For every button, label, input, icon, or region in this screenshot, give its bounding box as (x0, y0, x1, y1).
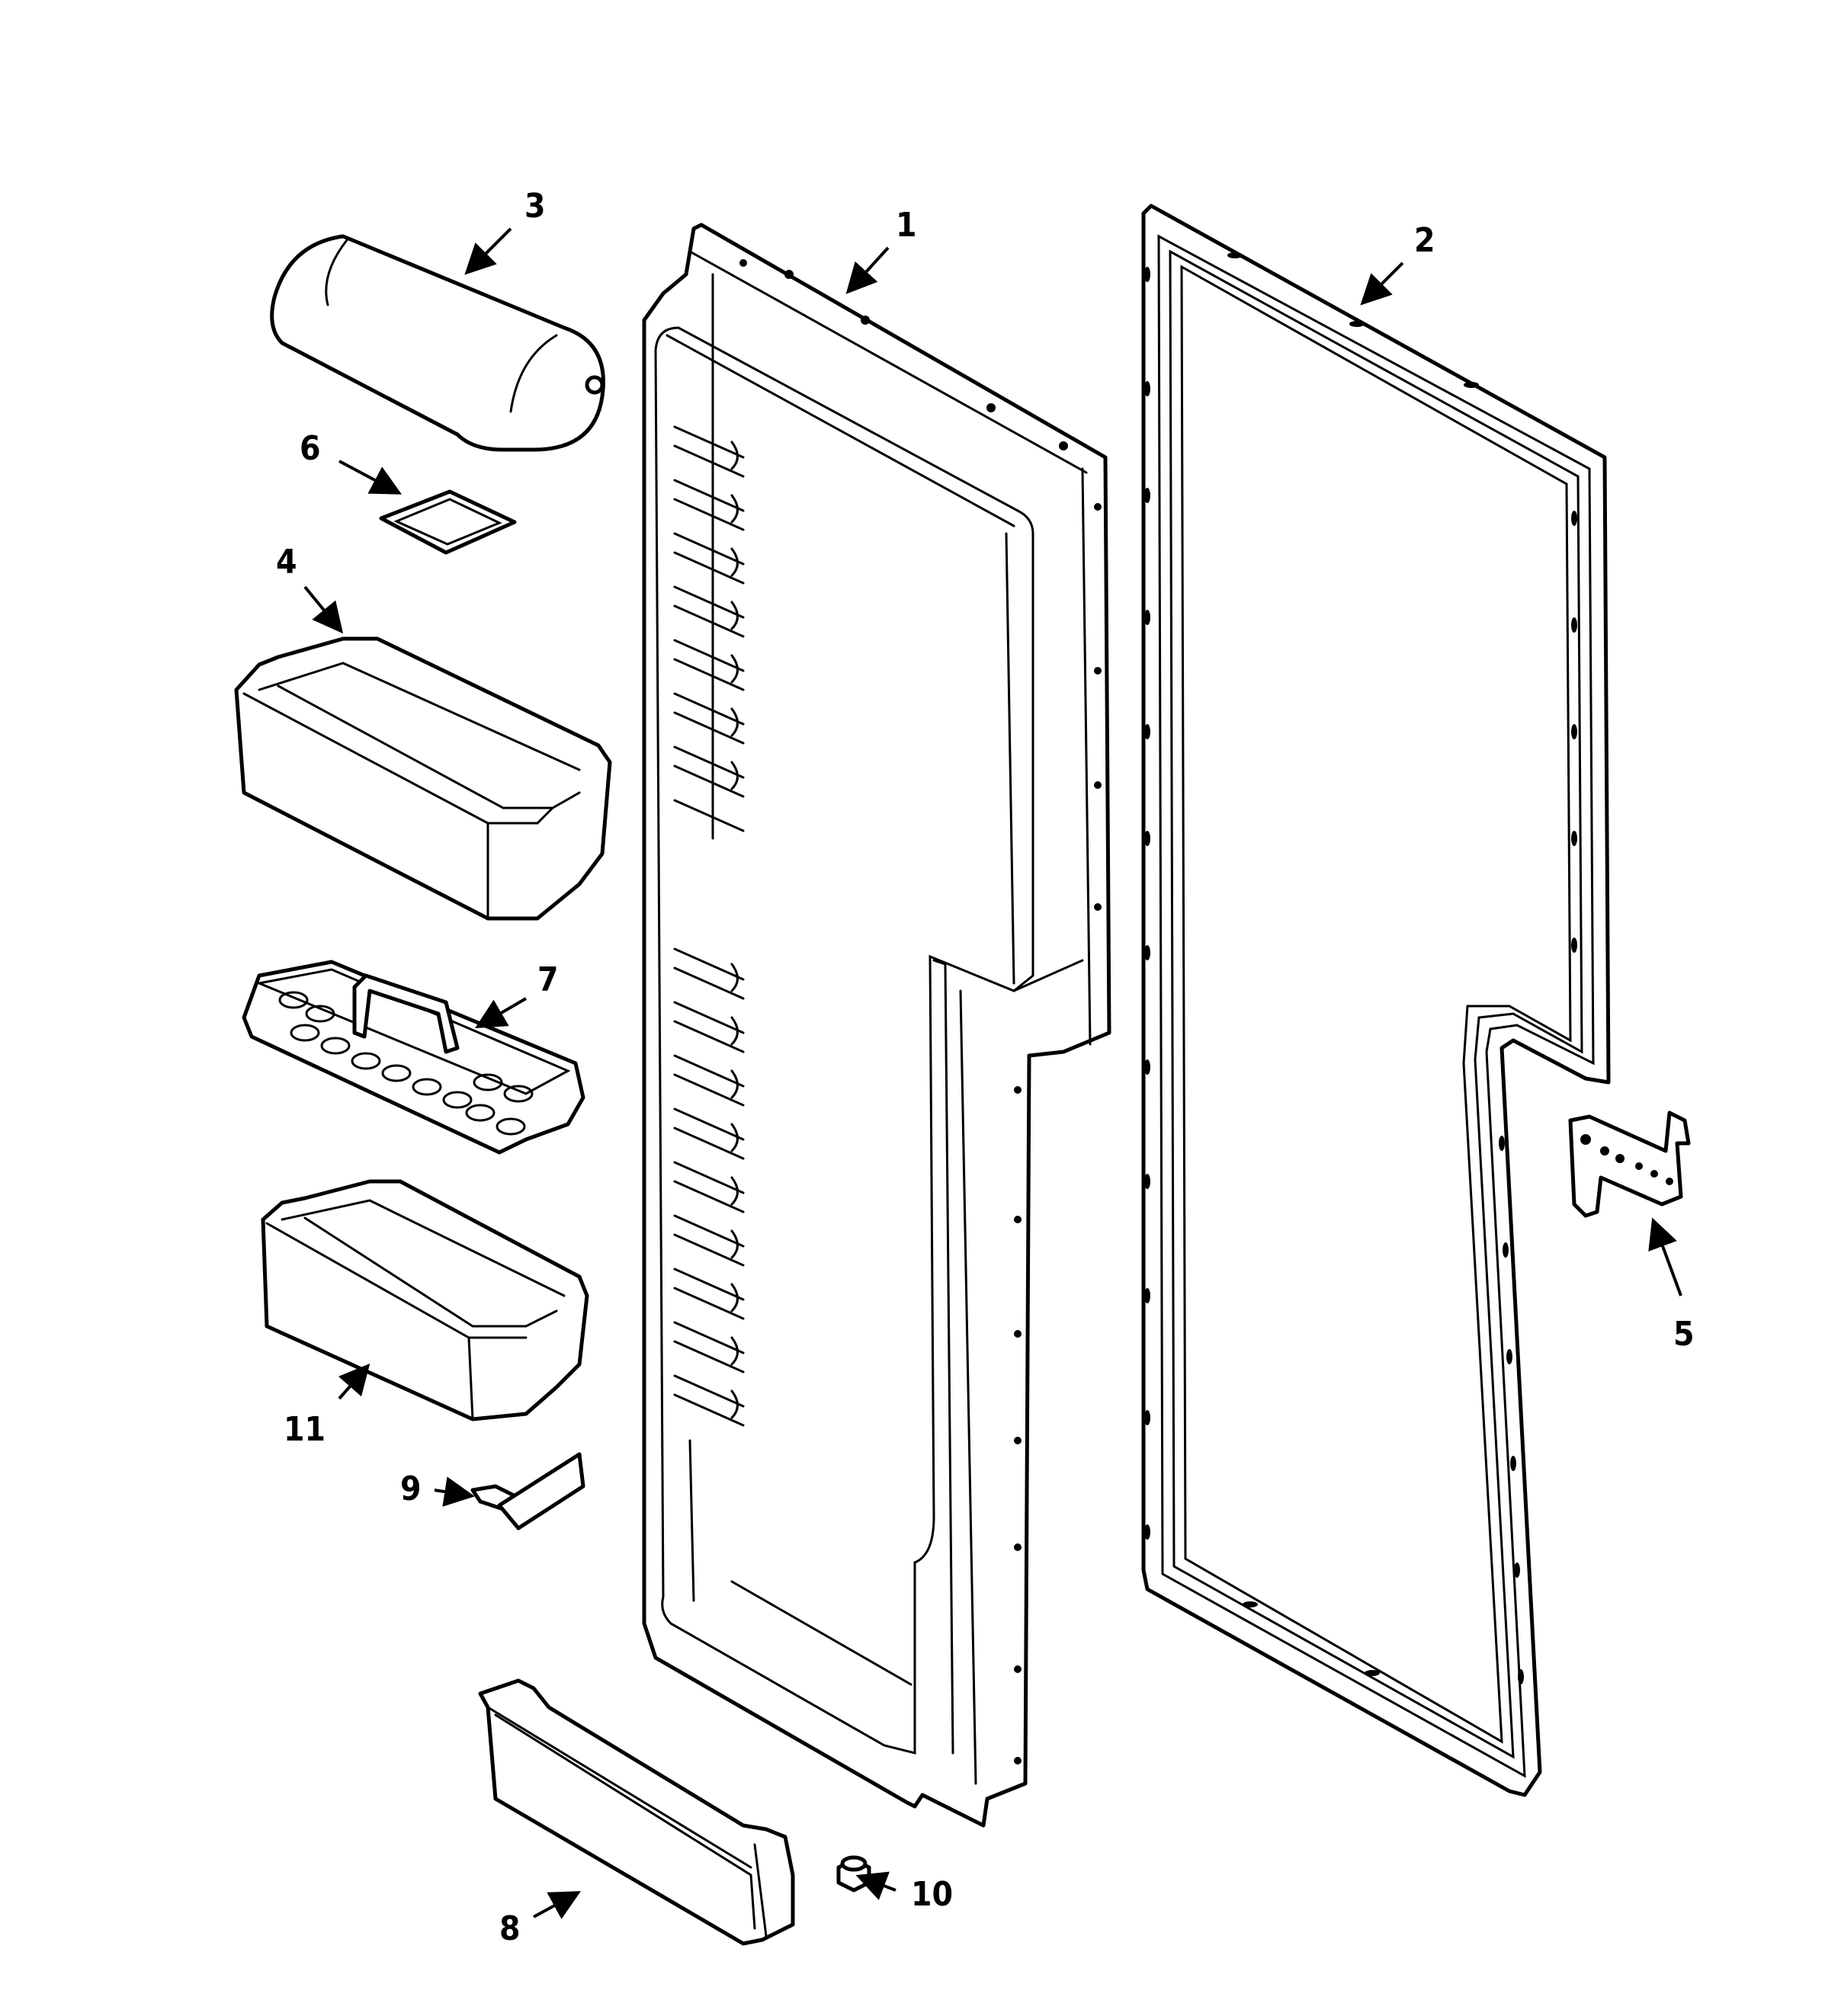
callout-11: 11 (284, 1410, 326, 1449)
callout-7: 7 (537, 960, 559, 999)
part-2-door-gasket (1141, 204, 1611, 1797)
callout-10: 10 (911, 1875, 953, 1914)
callout-leaders (303, 227, 1682, 1919)
part-5-hinge-bracket (1568, 1111, 1691, 1218)
callout-9: 9 (400, 1470, 422, 1508)
callout-2: 2 (1414, 221, 1435, 260)
callout-3: 3 (524, 187, 546, 226)
part-10-plug (836, 1855, 871, 1893)
part-1-door-liner (642, 223, 1111, 1828)
part-3-bin-cover (270, 234, 605, 452)
part-7-egg-tray (242, 960, 585, 1155)
callout-8: 8 (499, 1909, 521, 1948)
part-9-clip (470, 1452, 585, 1530)
part-8-long-bin (478, 1678, 795, 1946)
callout-5: 5 (1673, 1315, 1695, 1354)
callout-1: 1 (896, 206, 917, 245)
part-4-door-bin (234, 636, 612, 921)
part-6-small-tray (379, 489, 517, 555)
callout-6: 6 (300, 429, 321, 468)
callout-4: 4 (276, 543, 297, 582)
part-11-door-bin (261, 1179, 589, 1421)
callout-labels: 1 2 3 4 5 6 7 8 9 10 11 (276, 187, 1695, 1948)
